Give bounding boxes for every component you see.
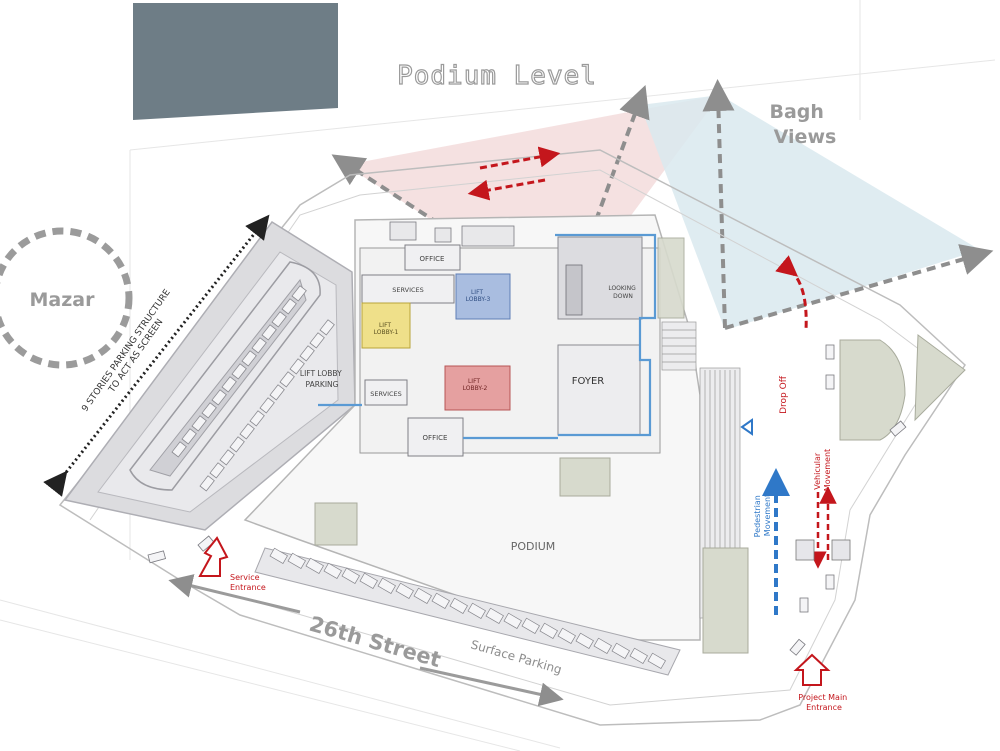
main-entrance-line2: Entrance (806, 703, 842, 712)
lift-lobby-parking-label: LIFT LOBBY PARKING (300, 369, 344, 389)
vehicular-line2: Movement (823, 449, 832, 491)
page-title: Podium Level (397, 61, 597, 91)
office-top-room (404, 244, 461, 271)
lift-lobby-1 (361, 302, 411, 349)
service-entrance-line2: Entrance (230, 583, 266, 592)
bagh-views-line1: Bagh (769, 101, 823, 123)
surface-parking (254, 547, 681, 676)
lift-lobby-2 (444, 365, 511, 411)
looking-down-label: LOOKING DOWN (608, 285, 637, 300)
looking-down-line2: DOWN (613, 293, 633, 300)
lift-lobby-parking-line2: PARKING (306, 380, 339, 389)
mazar-label: Mazar (30, 289, 96, 311)
office-bottom-room (407, 417, 464, 457)
main-entrance-arrow (793, 653, 831, 686)
office-bottom-label: OFFICE (423, 434, 448, 442)
vehicular-arrows (809, 486, 837, 569)
lift-lobby-3-line1: LIFT (471, 289, 483, 296)
drop-off-arrow (775, 255, 808, 331)
street-direction-arrows (168, 574, 564, 707)
north-red-arrows (467, 146, 561, 201)
pedestrian-line1: Pedestrian (753, 495, 762, 537)
pedestrian-label: Pedestrian Movement (753, 493, 772, 538)
lift-lobby-3-line2: LOBBY-3 (466, 296, 491, 303)
lift-lobby-3-label: LIFT LOBBY-3 (466, 289, 491, 303)
surface-parking-stalls (269, 547, 666, 669)
blue-circulation-path (318, 233, 657, 440)
entry-gates (795, 539, 851, 561)
services-bottom-label: SERVICES (370, 390, 402, 398)
drop-off-label: Drop Off (779, 375, 789, 414)
foyer-area (557, 344, 641, 436)
services-top-label: SERVICES (392, 286, 424, 294)
lift-lobby-3 (455, 273, 511, 320)
foyer-label: FOYER (572, 376, 605, 387)
view-cone-pink (345, 95, 720, 305)
vehicular-line1: Vehicular (813, 452, 822, 490)
bagh-views-label: Bagh Views (769, 101, 836, 148)
vehicular-label: Vehicular Movement (813, 449, 832, 491)
title-block (133, 3, 338, 120)
foyer-entry-arrow (740, 418, 753, 436)
lift-lobby-2-line1: LIFT (468, 378, 480, 385)
looking-down-line1: LOOKING (608, 285, 636, 292)
parking-dimension-arrow (43, 214, 270, 497)
bagh-views-line2: Views (774, 126, 837, 148)
office-top-label: OFFICE (420, 255, 445, 263)
lift-lobby-1-line1: LIFT (379, 322, 391, 329)
pedestrian-line2: Movement (763, 494, 772, 536)
view-cone-blue (640, 95, 980, 330)
stair-north (661, 321, 697, 371)
landscape-planters (314, 237, 966, 654)
podium-label: PODIUM (511, 540, 556, 553)
inner-road (89, 169, 941, 706)
main-entrance-line1: Project Main (798, 693, 847, 702)
street-cars (147, 344, 907, 656)
lift-lobby-1-label: LIFT LOBBY-1 (374, 322, 399, 336)
service-entrance-arrow (198, 536, 229, 577)
main-entrance-label: Project Main Entrance (798, 693, 850, 712)
lift-lobby-parking-line1: LIFT LOBBY (300, 369, 342, 378)
services-top-room (361, 274, 455, 304)
site-boundary (58, 149, 966, 726)
lift-lobby-2-label: LIFT LOBBY-2 (463, 378, 488, 392)
lift-lobby-1-line2: LOBBY-1 (374, 329, 399, 336)
lift-lobby-2-line2: LOBBY-2 (463, 385, 488, 392)
service-entrance-line1: Service (230, 573, 260, 582)
escalator (565, 264, 583, 316)
top-cores (389, 221, 515, 247)
service-entrance-label: Service Entrance (230, 573, 266, 592)
services-bottom-room (364, 379, 408, 406)
